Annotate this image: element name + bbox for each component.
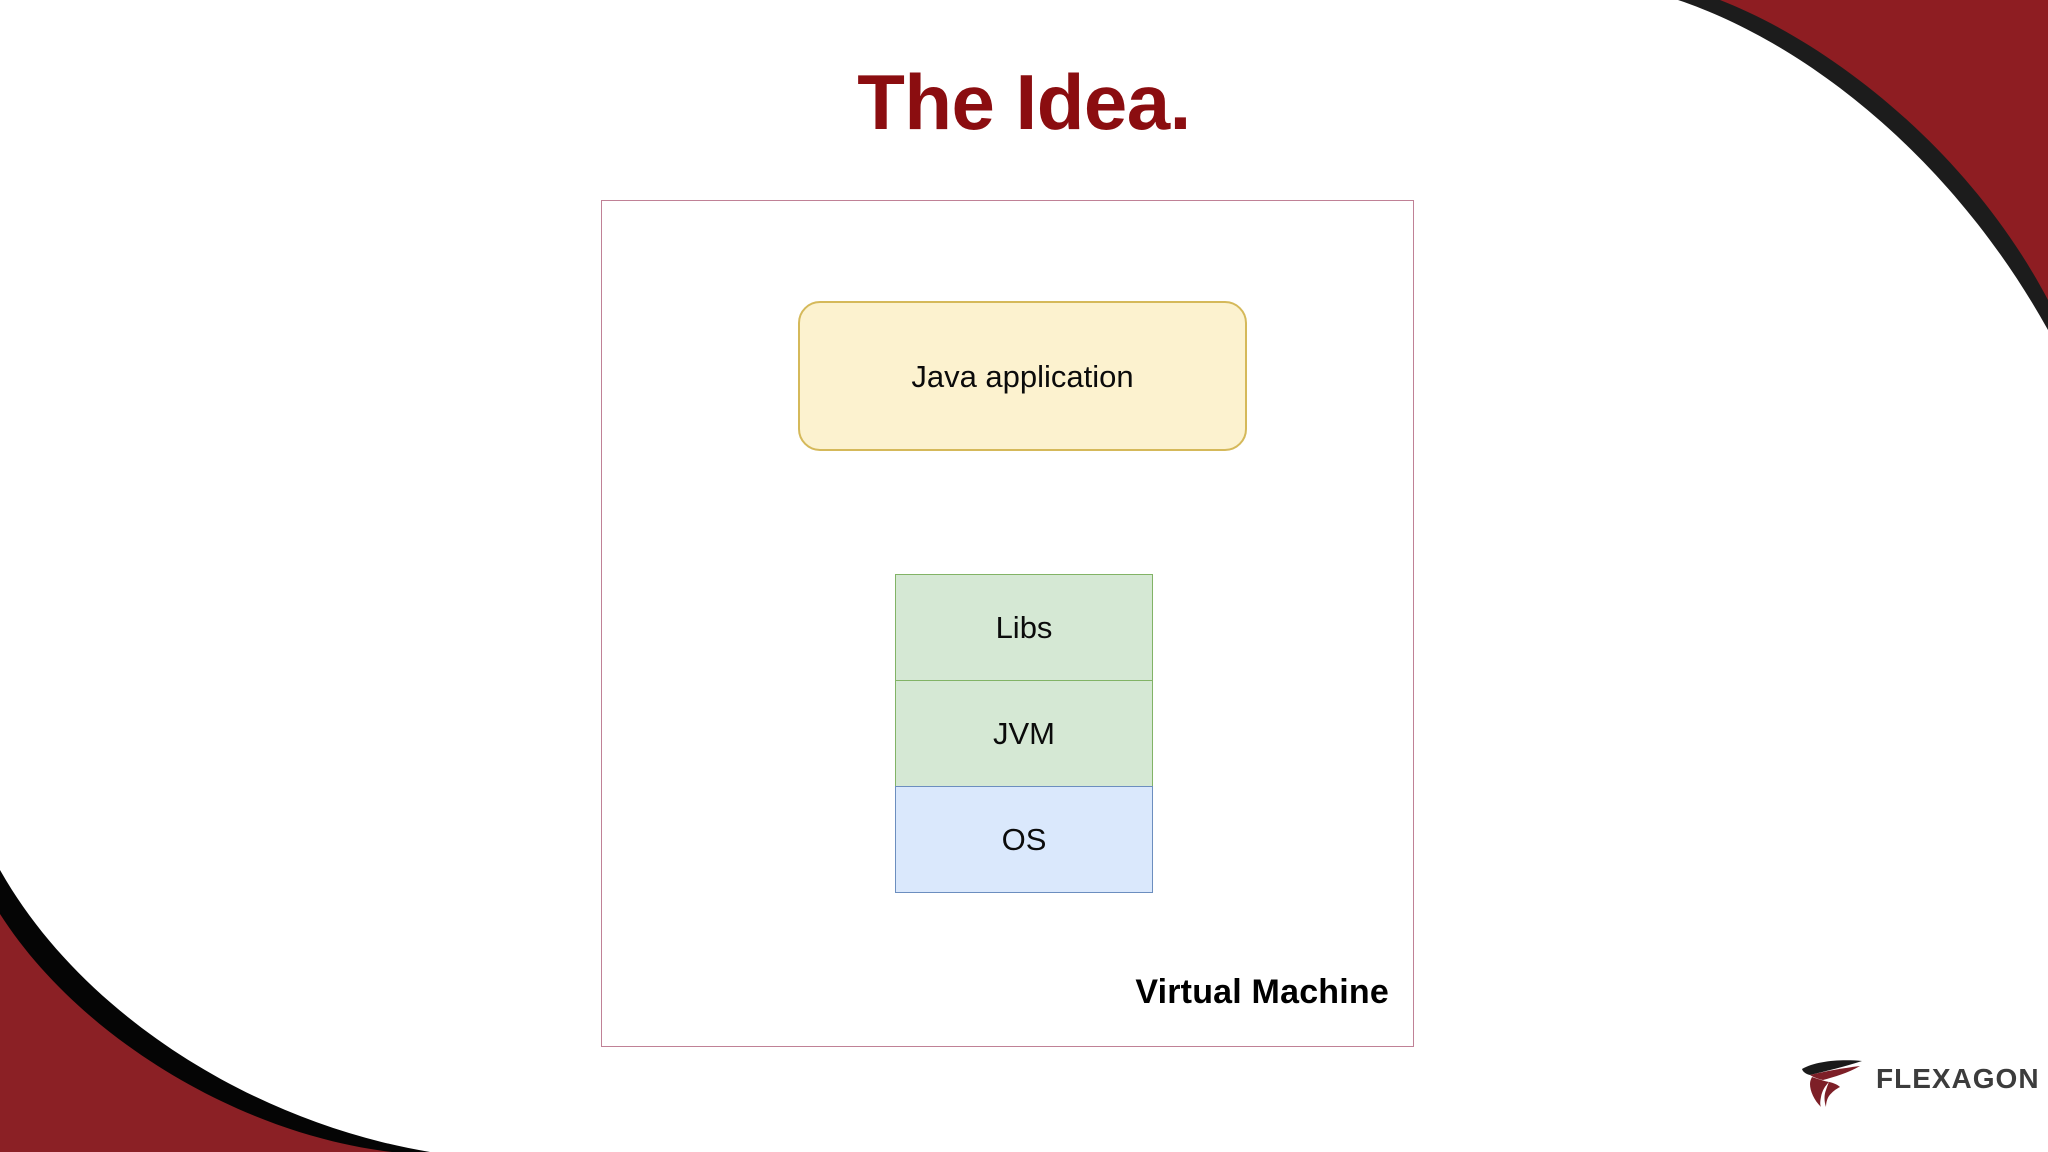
flexagon-wordmark: FLEXAGON — [1876, 1063, 2040, 1094]
stack-cell-os: OS — [895, 785, 1153, 893]
stack-cell-jvm: JVM — [895, 679, 1153, 788]
stack-cell-libs: Libs — [895, 574, 1153, 682]
flexagon-swoosh-icon — [1802, 1060, 1862, 1107]
java-application-label: Java application — [911, 358, 1134, 394]
stack-label-os: OS — [1001, 821, 1047, 857]
stack-label-jvm: JVM — [993, 715, 1055, 751]
virtual-machine-label: Virtual Machine — [1135, 973, 1389, 1011]
java-application-box: Java application — [798, 301, 1247, 451]
page-title: The Idea. — [857, 58, 1191, 146]
virtual-machine-panel: Java application Libs JVM OS Virtual Mac… — [601, 200, 1414, 1047]
flexagon-logo: FLEXAGON — [1796, 1048, 2039, 1110]
stack-label-libs: Libs — [995, 610, 1053, 646]
software-stack: Libs JVM OS — [895, 574, 1153, 896]
swoosh-decoration-bottom-left — [0, 870, 430, 1152]
swoosh-decoration-top-right — [1678, 0, 2048, 330]
